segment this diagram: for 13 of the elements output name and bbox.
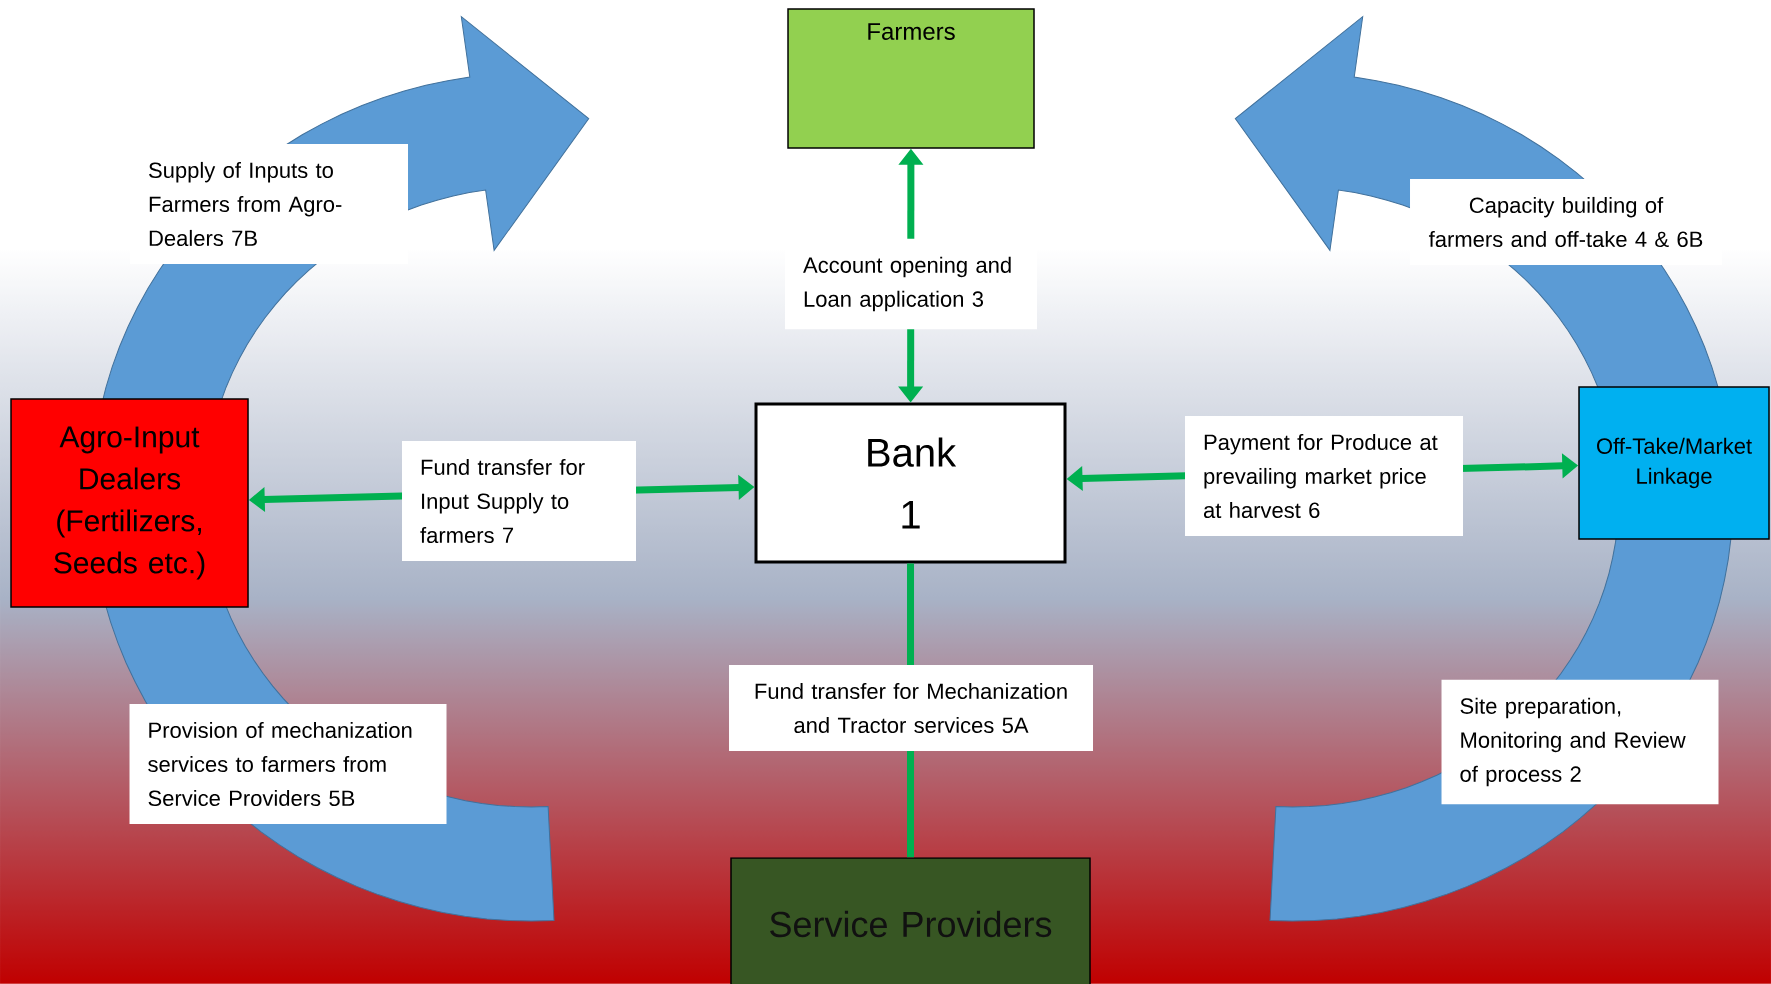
note-box: Site preparation, Monitoring and Review of process 2	[1441, 679, 1719, 805]
bank-box: Bank 1	[754, 402, 1067, 564]
note-box: Provision of mechanization services to farmers from Service Providers 5B	[129, 703, 447, 825]
edge-label: Fund transfer for Mechanization and Tractor services 5A	[729, 664, 1093, 752]
edge-label: Fund transfer for Input Supply to farmers 7	[402, 440, 636, 562]
dealer-box: Agro-Input Dealers (Fertilizers, Seeds etc.)	[10, 398, 249, 608]
edge-label: Payment for Produce at prevailing market price at harvest 6	[1185, 415, 1463, 537]
provider-box: Service Providers	[730, 857, 1091, 984]
note-box: Supply of Inputs to Farmers from Agro-Dealers 7B	[130, 143, 408, 265]
note-box: Capacity building of farmers and off-take 4 & 6B	[1410, 178, 1722, 266]
market-box: Off-Take/Market Linkage	[1578, 386, 1770, 540]
farmer-box: Farmers	[787, 8, 1035, 149]
edge-label: Account opening and Loan application 3	[785, 238, 1037, 330]
